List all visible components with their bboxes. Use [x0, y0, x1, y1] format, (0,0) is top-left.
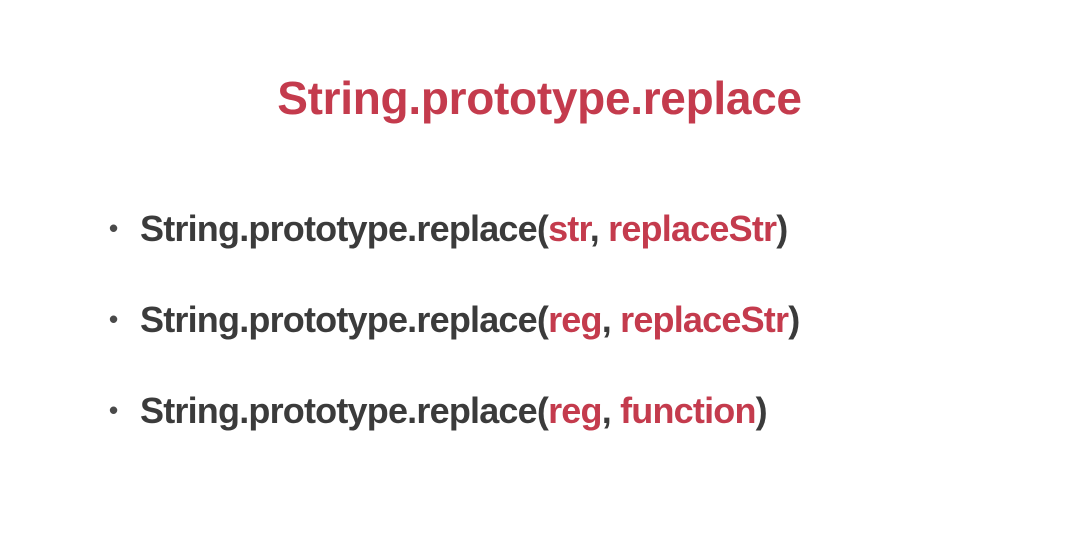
code-param: replaceStr	[608, 208, 777, 249]
bullet-item: • String.prototype.replace(reg, function)	[103, 386, 1059, 434]
code-text: String.prototype.replace(	[140, 208, 549, 249]
bullet-dot-icon: •	[109, 213, 119, 243]
bullet-text: String.prototype.replace(reg, replaceStr…	[140, 299, 800, 340]
bullet-dot-icon: •	[109, 304, 119, 334]
bullet-item: • String.prototype.replace(str, replaceSt…	[103, 204, 1059, 252]
bullet-text: String.prototype.replace(reg, function)	[140, 390, 768, 431]
code-param: str	[548, 208, 590, 249]
bullet-dot-icon: •	[109, 395, 119, 425]
code-text: ,	[601, 390, 621, 431]
slide-title: String.prototype.replace	[277, 72, 802, 124]
code-text: String.prototype.replace(	[140, 299, 549, 340]
code-text: ,	[601, 299, 621, 340]
code-param: function	[620, 390, 756, 431]
code-text: ,	[589, 208, 609, 249]
code-param: replaceStr	[620, 299, 789, 340]
code-param: reg	[548, 299, 602, 340]
bullet-item: • String.prototype.replace(reg, replaceSt…	[103, 295, 1059, 343]
bullet-text: String.prototype.replace(str, replaceStr…	[140, 208, 788, 249]
code-text: )	[776, 208, 788, 249]
code-text: String.prototype.replace(	[140, 390, 549, 431]
code-text: )	[788, 299, 800, 340]
code-param: reg	[548, 390, 602, 431]
code-text: )	[755, 390, 768, 431]
